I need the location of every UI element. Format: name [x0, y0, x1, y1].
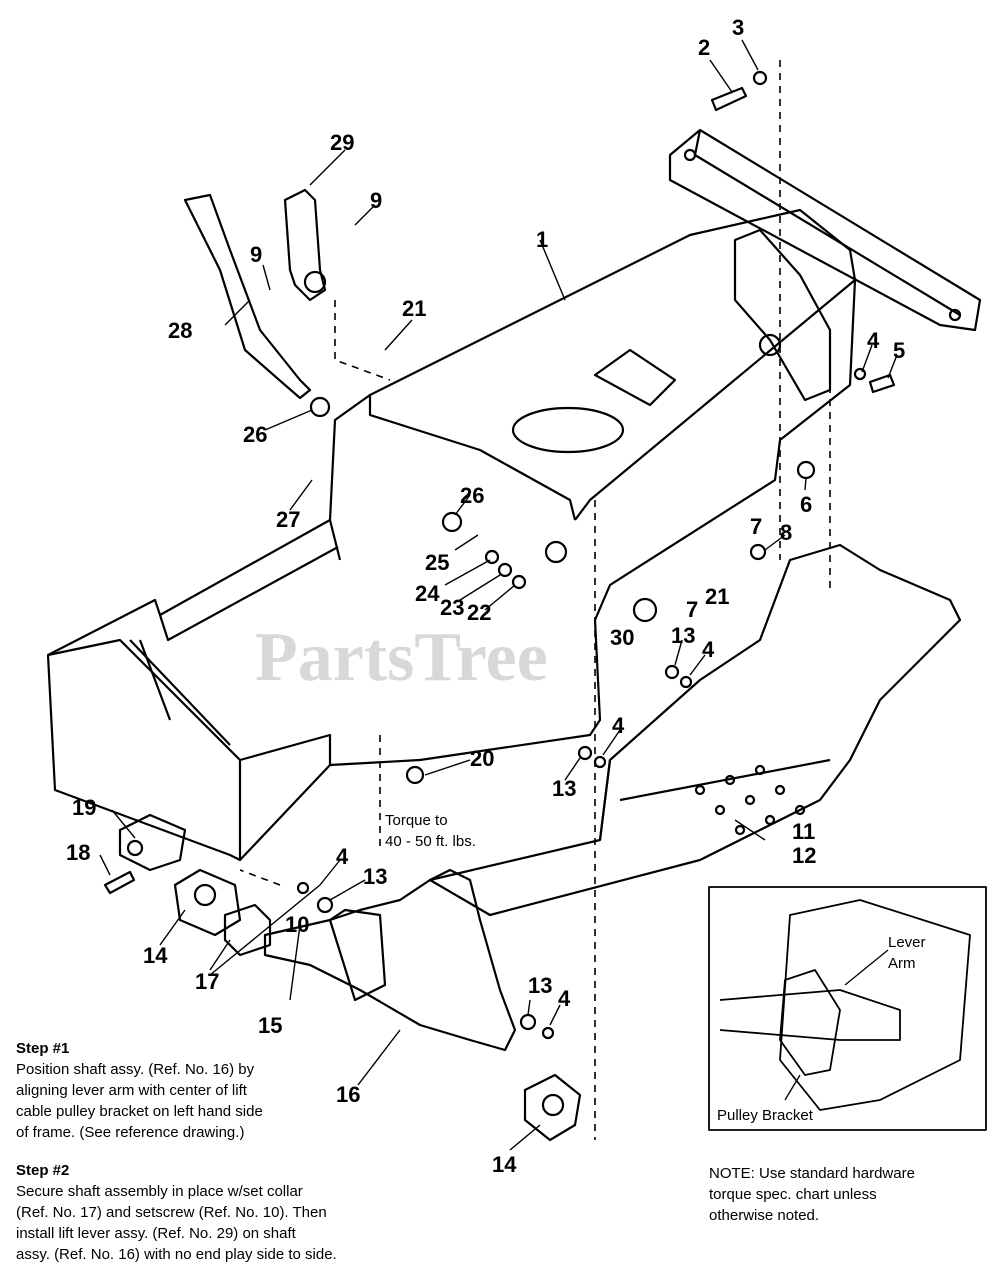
inset-arm-label: Arm [888, 955, 916, 972]
bolt-2 [710, 86, 748, 112]
step-1-instructions: Step #1 Position shaft assy. (Ref. No. 1… [16, 1038, 436, 1143]
bolt-18 [103, 870, 136, 895]
bolt-5 [868, 373, 896, 394]
label-part-23: 23 [440, 595, 464, 620]
right-side-bracket [733, 228, 832, 402]
step-1-line: cable pulley bracket on left hand side [16, 1103, 263, 1120]
label-part-28: 28 [168, 318, 192, 343]
label-part-13: 13 [552, 776, 576, 801]
note-line: otherwise noted. [709, 1207, 820, 1224]
label-part-9: 9 [370, 188, 382, 213]
note-line: NOTE: Use standard hardware [709, 1165, 915, 1182]
label-part-26: 26 [460, 483, 484, 508]
step-2-heading: Step #2 [16, 1162, 70, 1179]
torque-note-line1: Torque to [385, 812, 448, 829]
label-part-3: 3 [732, 15, 744, 40]
label-part-7: 7 [686, 597, 698, 622]
label-part-27: 27 [276, 507, 300, 532]
label-part-18: 18 [66, 840, 90, 865]
label-part-1: 1 [536, 227, 548, 252]
label-part-9: 9 [250, 242, 262, 267]
step-2-line: install lift lever assy. (Ref. No. 29) o… [16, 1225, 296, 1242]
label-part-13: 13 [528, 973, 552, 998]
step-2-line: (Ref. No. 17) and setscrew (Ref. No. 10)… [16, 1204, 327, 1221]
step-2-line: Secure shaft assembly in place w/set col… [16, 1183, 303, 1200]
label-part-10: 10 [285, 912, 309, 937]
label-part-13: 13 [671, 623, 695, 648]
label-part-29: 29 [330, 130, 354, 155]
label-part-14: 14 [143, 943, 168, 968]
label-part-12: 12 [792, 843, 816, 868]
label-part-20: 20 [470, 746, 494, 771]
step-2-line: assy. (Ref. No. 16) with no end play sid… [16, 1246, 337, 1263]
label-part-4: 4 [558, 986, 571, 1011]
label-part-4: 4 [867, 328, 880, 353]
label-part-25: 25 [425, 550, 449, 575]
step-1-line: of frame. (See reference drawing.) [16, 1124, 245, 1141]
label-part-11: 11 [792, 819, 815, 844]
flange-bearing [118, 813, 187, 872]
set-collar [223, 903, 272, 957]
main-frame [46, 208, 857, 862]
torque-note-line2: 40 - 50 ft. lbs. [385, 833, 476, 850]
label-part-17: 17 [195, 969, 219, 994]
label-part-22: 22 [467, 600, 491, 625]
frame-center-hole [511, 406, 625, 454]
label-part-24: 24 [415, 581, 440, 606]
inset-reference-drawing [708, 886, 987, 1131]
step-1-line: aligning lever arm with center of lift [16, 1082, 247, 1099]
watermark: PartsTree [255, 619, 548, 696]
label-part-8: 8 [780, 520, 792, 545]
label-part-6: 6 [800, 492, 812, 517]
lift-lever-handle [183, 193, 312, 400]
step-2-instructions: Step #2 Secure shaft assembly in place w… [16, 1160, 456, 1265]
label-part-15: 15 [258, 1013, 282, 1038]
step-1-line: Position shaft assy. (Ref. No. 16) by [16, 1061, 255, 1078]
footrest-plate [428, 543, 962, 917]
label-part-7: 7 [750, 514, 762, 539]
bearing-upper [173, 868, 242, 937]
label-part-4: 4 [336, 844, 349, 869]
lift-arm [283, 188, 327, 302]
inset-lever-label: Lever [888, 934, 926, 951]
bearing-lower [523, 1073, 582, 1142]
label-part-4: 4 [702, 637, 715, 662]
label-part-30: 30 [610, 625, 634, 650]
note-line: torque spec. chart unless [709, 1186, 877, 1203]
label-part-21: 21 [402, 296, 426, 321]
hardware-torque-note: NOTE: Use standard hardware torque spec.… [709, 1163, 979, 1226]
label-part-16: 16 [336, 1082, 360, 1107]
label-part-13: 13 [363, 864, 387, 889]
label-part-2: 2 [698, 35, 710, 60]
label-part-19: 19 [72, 795, 96, 820]
label-part-4: 4 [612, 713, 625, 738]
step-1-heading: Step #1 [16, 1040, 70, 1057]
inset-pulley-bracket-label: Pulley Bracket [717, 1107, 814, 1124]
label-part-5: 5 [893, 338, 905, 363]
footrest-holes [694, 764, 806, 836]
lift-shaft-assembly [263, 868, 517, 1052]
label-part-14: 14 [492, 1152, 517, 1177]
label-part-21: 21 [705, 584, 729, 609]
label-part-26: 26 [243, 422, 267, 447]
